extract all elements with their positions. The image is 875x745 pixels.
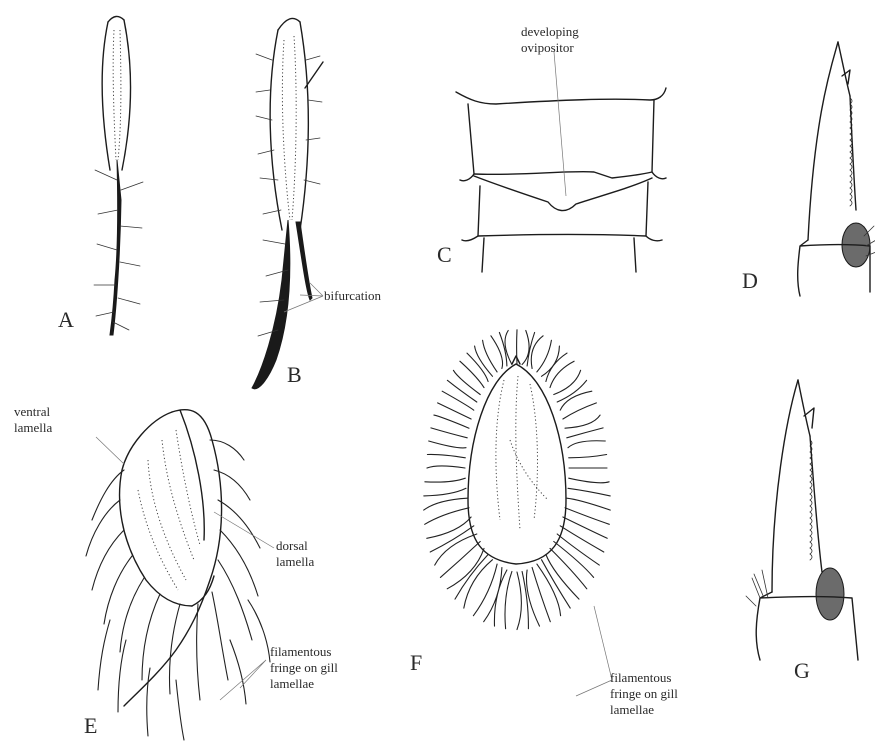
panel-e-callout-dorsal-1: dorsal bbox=[276, 538, 308, 553]
panel-e-callout-ventral-leader bbox=[96, 437, 124, 464]
panel-f-drawing bbox=[424, 330, 611, 630]
panel-g-letter: G bbox=[794, 658, 810, 683]
panel-c-drawing bbox=[456, 88, 666, 272]
panel-g-drawing bbox=[746, 380, 858, 660]
panel-e-callout-ventral-2: lamella bbox=[14, 420, 52, 435]
panel-e-callout-dorsal-leader bbox=[214, 512, 274, 548]
panel-f-callout-fringe-1: filamentous bbox=[610, 670, 671, 685]
panel-a-drawing bbox=[94, 16, 143, 335]
panel-b: bifurcation B bbox=[252, 18, 382, 388]
panel-b-drawing bbox=[252, 18, 323, 388]
panel-e: ventral lamella dorsal lamella filamento… bbox=[14, 404, 338, 740]
panel-d-letter: D bbox=[742, 268, 758, 293]
panel-f-callout-fringe-2: fringe on gill bbox=[610, 686, 678, 701]
panel-c-letter: C bbox=[437, 242, 452, 267]
panel-e-callout-fringe-3: lamellae bbox=[270, 676, 314, 691]
panel-f-callout-fringe-leader bbox=[576, 606, 612, 696]
panel-e-callout-ventral-1: ventral bbox=[14, 404, 50, 419]
panel-c-callout-line1: developing bbox=[521, 24, 579, 39]
panel-b-callout-leader bbox=[284, 283, 323, 312]
panel-c-callout-line2: ovipositor bbox=[521, 40, 574, 55]
panel-b-letter: B bbox=[287, 362, 302, 387]
panel-c: developing ovipositor C bbox=[437, 24, 666, 272]
panel-e-letter: E bbox=[84, 713, 97, 738]
panel-f-letter: F bbox=[410, 650, 422, 675]
panel-e-callout-dorsal-2: lamella bbox=[276, 554, 314, 569]
panel-f-callout-fringe-3: lamellae bbox=[610, 702, 654, 717]
panel-g: G bbox=[746, 380, 858, 683]
panel-e-callout-fringe-2: fringe on gill bbox=[270, 660, 338, 675]
panel-a: A bbox=[58, 16, 143, 335]
panel-f: filamentous fringe on gill lamellae F bbox=[410, 330, 678, 717]
panel-b-callout-bifurcation: bifurcation bbox=[324, 288, 382, 303]
panel-e-drawing bbox=[86, 410, 270, 740]
panel-d-drawing bbox=[798, 42, 875, 296]
panel-e-callout-fringe-leader bbox=[220, 660, 266, 700]
panel-e-callout-fringe-1: filamentous bbox=[270, 644, 331, 659]
panel-c-callout-leader bbox=[554, 52, 566, 196]
panel-d: D bbox=[742, 42, 875, 296]
panel-a-letter: A bbox=[58, 307, 74, 332]
